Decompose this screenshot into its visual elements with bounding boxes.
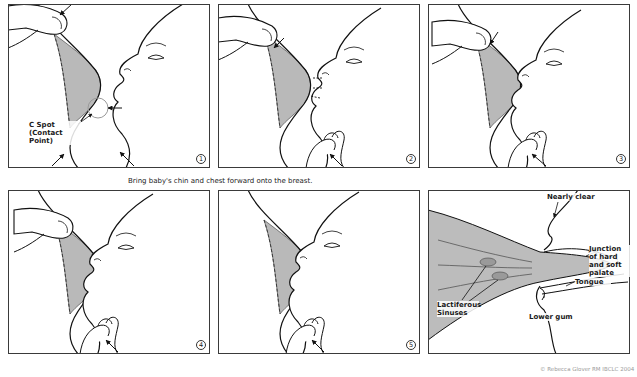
thumb-drawing — [14, 208, 73, 252]
push-arrow — [106, 340, 118, 352]
leader-line — [566, 282, 574, 286]
breast-drawing — [8, 190, 101, 354]
hand-drawing — [306, 131, 344, 168]
leader-line — [462, 266, 498, 302]
part-label: Nearly clear — [547, 193, 605, 201]
panel-box: Nearly clearJunction of hard and soft pa… — [428, 190, 630, 354]
lower-gum — [540, 288, 545, 300]
callout-number: 4 — [196, 340, 206, 350]
breast-drawing — [428, 4, 521, 168]
breast-drawing — [218, 4, 311, 168]
thumb-drawing — [432, 20, 491, 64]
milk-ducts — [438, 240, 532, 290]
callout-number: 1 — [196, 154, 206, 164]
panel-box: 3 — [428, 4, 630, 168]
push-arrow — [108, 108, 122, 109]
hand-drawing — [508, 131, 546, 168]
push-arrow — [274, 38, 284, 48]
thumb-drawing — [218, 16, 277, 60]
callout-number: 5 — [406, 340, 416, 350]
panel-box: C Spot (Contact Point) 1 — [8, 4, 210, 168]
copyright-note: © Rebecca Glover RM IBCLC 2004 — [540, 366, 634, 373]
nipple-cross-section — [428, 210, 612, 340]
push-arrow — [330, 154, 342, 166]
hand-drawing — [286, 317, 324, 354]
panel-box: 4 — [8, 190, 210, 354]
push-arrow — [490, 32, 498, 44]
thumb-drawing — [8, 4, 67, 48]
push-arrow — [532, 154, 546, 166]
lactiferous-sinus — [492, 272, 508, 280]
callout-number: 3 — [616, 154, 626, 164]
hand-drawing — [80, 317, 118, 354]
push-arrow — [60, 4, 72, 15]
part-label: Tongue — [575, 278, 611, 286]
breast-drawing — [8, 4, 101, 168]
part-label: Lactiferous Sinuses — [437, 301, 479, 317]
leader-line — [544, 296, 545, 298]
push-arrow — [52, 154, 64, 166]
tongue-outline — [540, 274, 628, 294]
panel-box: 5 — [218, 190, 420, 354]
caption-text: Bring baby's chin and chest forward onto… — [128, 177, 312, 186]
part-label: C Spot (Contact Point) — [29, 121, 81, 145]
part-label: Junction of hard and soft palate — [589, 245, 630, 277]
callout-number: 2 — [406, 154, 416, 164]
push-arrow — [312, 340, 324, 352]
leader-arrow — [554, 202, 558, 217]
part-label: Lower gum — [529, 313, 573, 321]
push-arrow — [120, 152, 134, 166]
motion-dashes — [310, 78, 322, 98]
lactiferous-sinus — [480, 258, 496, 266]
panel-box: 2 — [218, 4, 420, 168]
baby-drawing — [113, 4, 210, 168]
